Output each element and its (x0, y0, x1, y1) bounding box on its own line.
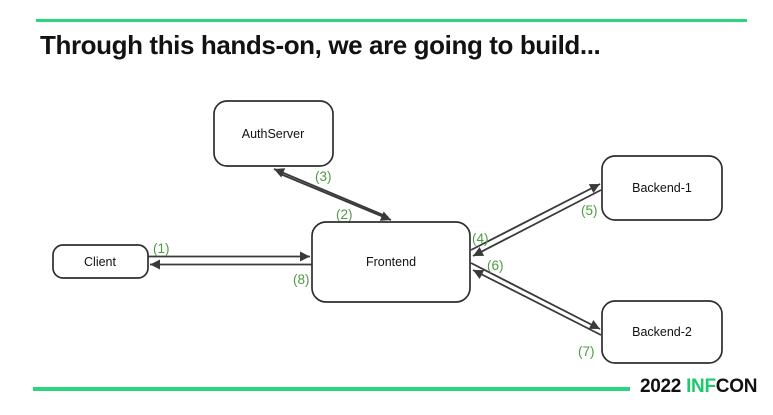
edge-frontend-to-backend-1 (470, 183, 601, 251)
node-authserver-box (213, 100, 334, 167)
bottom-accent-rule (33, 387, 630, 391)
node-backend-1: Backend-1 (601, 155, 723, 221)
edge-label-3: (3) (315, 169, 332, 184)
logo-inf: INF (686, 376, 716, 397)
node-client: Client (52, 244, 149, 279)
top-accent-rule (36, 19, 747, 22)
logo-con: CON (715, 376, 758, 397)
node-frontend-box (311, 221, 471, 303)
node-client-label: Client (84, 255, 116, 269)
edge-authserver-to-frontend (277, 172, 392, 221)
edge-backend-1-to-frontend (472, 189, 602, 257)
edge-label-5: (5) (581, 203, 598, 218)
edge-frontend-to-authserver (273, 168, 389, 218)
edge-label-7: (7) (578, 344, 595, 359)
node-backend-2-box (601, 300, 723, 364)
node-backend-1-box (601, 155, 723, 221)
logo-year: 2022 (640, 376, 682, 397)
slide-title: Through this hands-on, we are going to b… (40, 30, 601, 60)
edge-label-1: (1) (153, 241, 170, 256)
node-client-box (52, 244, 149, 279)
edge-label-6: (6) (487, 258, 504, 273)
node-authserver: AuthServer (213, 100, 334, 167)
edge-label-2: (2) (336, 207, 353, 222)
node-backend-2: Backend-2 (601, 300, 723, 364)
edge-frontend-to-backend-2 (470, 262, 601, 330)
node-frontend-label: Frontend (366, 255, 416, 269)
node-authserver-label: AuthServer (242, 127, 305, 141)
edge-label-4: (4) (472, 231, 489, 246)
node-backend-2-label: Backend-2 (632, 325, 692, 339)
edge-backend-2-to-frontend (472, 269, 602, 336)
edge-label-8: (8) (293, 272, 310, 287)
node-frontend: Frontend (311, 221, 471, 303)
node-backend-1-label: Backend-1 (632, 181, 692, 195)
